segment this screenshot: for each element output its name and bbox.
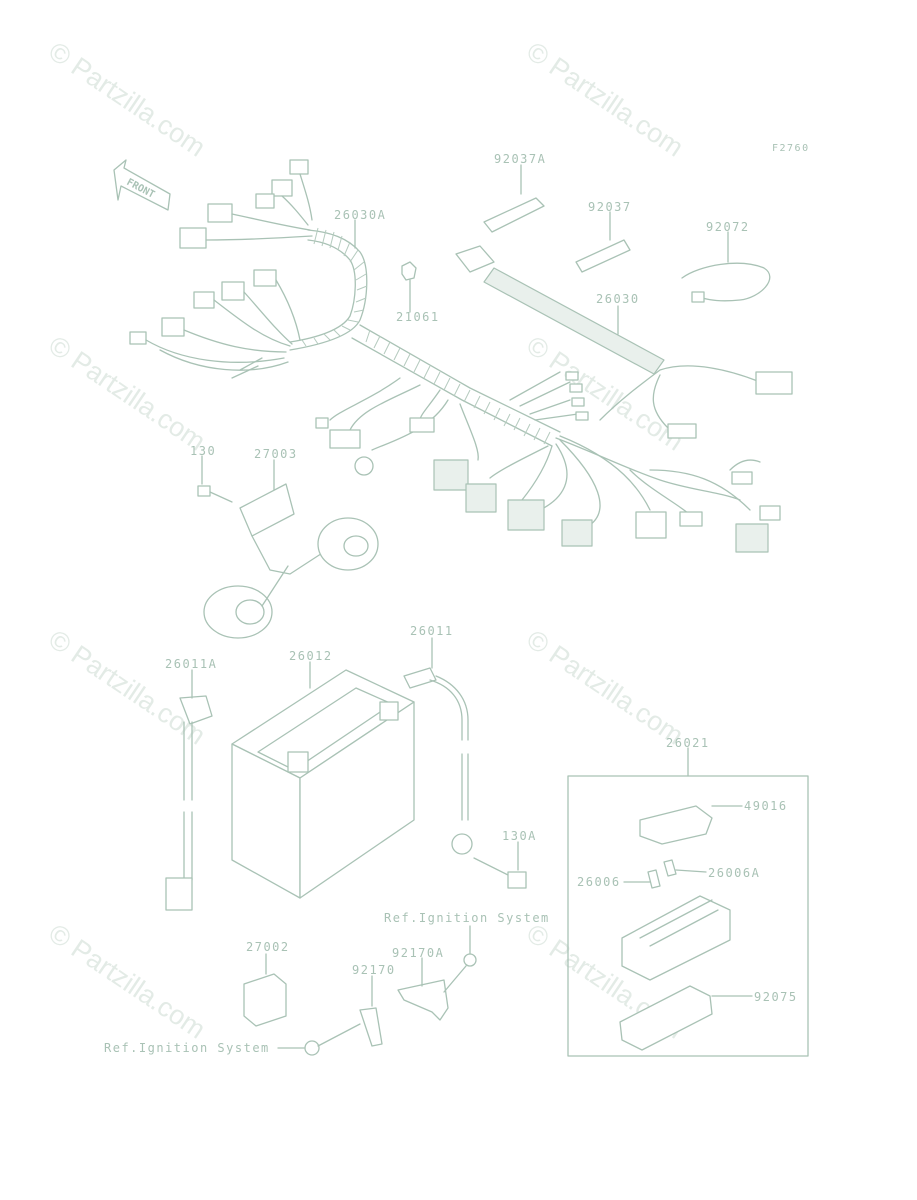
callout-26011A: 26011A	[165, 657, 218, 671]
part-26011A-drawing	[165, 695, 213, 911]
part-130A-drawing	[473, 857, 527, 889]
callout-ref-ignition-system-2: Ref.Ignition System	[104, 1041, 270, 1055]
front-arrow-label: FRONT	[125, 177, 157, 201]
callout-26012: 26012	[289, 649, 333, 663]
callout-21061: 21061	[396, 310, 440, 324]
part-92037A-drawing	[483, 197, 545, 233]
callout-92170A: 92170A	[392, 946, 445, 960]
front-arrow-icon: FRONT	[113, 159, 171, 211]
part-130-drawing	[197, 485, 233, 503]
part-92170-drawing	[304, 1007, 383, 1056]
callout-27003: 27003	[254, 447, 298, 461]
callout-27002: 27002	[246, 940, 290, 954]
callout-130: 130	[190, 444, 217, 458]
callout-92075: 92075	[754, 990, 798, 1004]
callout-49016: 49016	[744, 799, 788, 813]
callout-26006A: 26006A	[708, 866, 761, 880]
callout-92170: 92170	[352, 963, 396, 977]
callout-26030A: 26030A	[334, 208, 387, 222]
callout-26006: 26006	[577, 875, 621, 889]
callout-92037: 92037	[588, 200, 632, 214]
part-27002-drawing	[243, 973, 287, 1027]
part-21061-drawing	[401, 261, 417, 281]
callout-92037A: 92037A	[494, 152, 547, 166]
part-26030-drawing	[455, 245, 665, 375]
callout-26030: 26030	[596, 292, 640, 306]
part-26011-drawing	[403, 667, 473, 855]
part-27003-drawing	[203, 483, 379, 639]
part-92170A-drawing	[397, 953, 477, 1021]
figure-code: F2760	[772, 143, 810, 154]
part-92037-drawing	[575, 239, 631, 273]
callout-26021: 26021	[666, 736, 710, 750]
main-harness-drawing	[129, 159, 793, 553]
callout-leaders	[191, 164, 753, 1049]
callout-ref-ignition-system-1: Ref.Ignition System	[384, 911, 550, 925]
callout-130A: 130A	[502, 829, 537, 843]
callout-92072: 92072	[706, 220, 750, 234]
part-26021-drawing	[619, 805, 731, 1051]
part-26012-drawing	[231, 669, 415, 899]
part-92072-drawing	[681, 262, 771, 303]
callout-26011: 26011	[410, 624, 454, 638]
